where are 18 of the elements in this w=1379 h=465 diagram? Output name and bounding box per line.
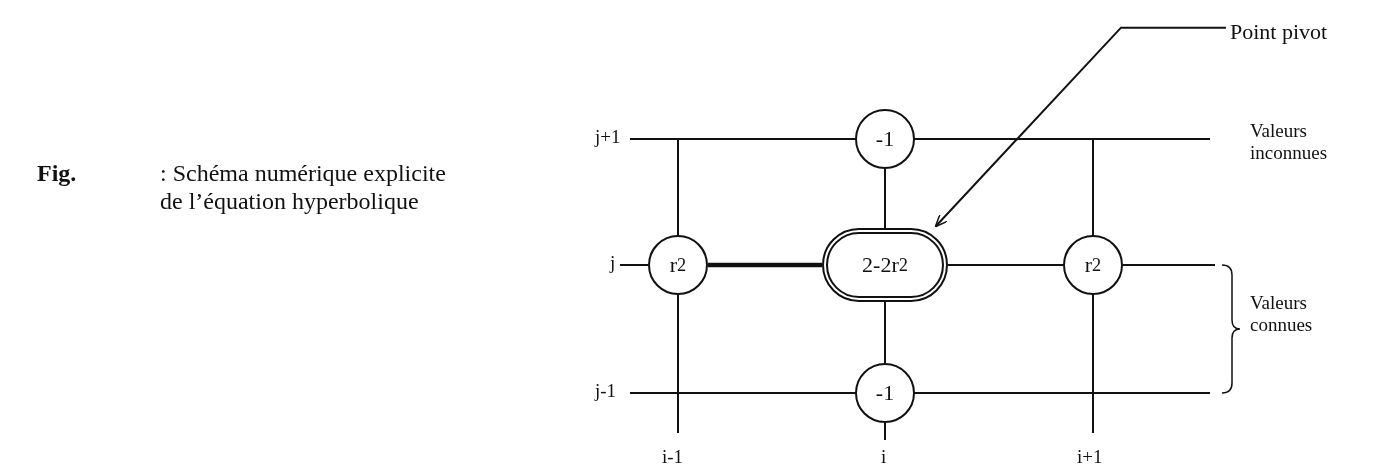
callout-text: Point pivot	[1230, 19, 1328, 45]
connector-line	[947, 264, 1064, 266]
column-index: i-1	[662, 446, 684, 465]
column-index: i+1	[1077, 446, 1103, 465]
annotation-text: Valeurs connues	[1250, 292, 1314, 336]
row-index: j	[610, 252, 616, 274]
node-circle: -1	[855, 363, 915, 423]
annotation-text: Valeurs inconnues	[1250, 120, 1329, 164]
row-index: j-1	[595, 380, 617, 402]
node-circle: -1	[855, 109, 915, 169]
leader-line	[934, 26, 1227, 228]
row-index: j+1	[595, 126, 621, 148]
figure-caption: : Schéma numérique explicite de l’équation hyperbolique	[160, 160, 447, 216]
connector-line	[884, 168, 886, 229]
column-index: i	[881, 446, 887, 465]
connector-line	[708, 262, 822, 268]
figure-label: Fig.	[37, 160, 77, 188]
connector-line	[884, 301, 886, 364]
